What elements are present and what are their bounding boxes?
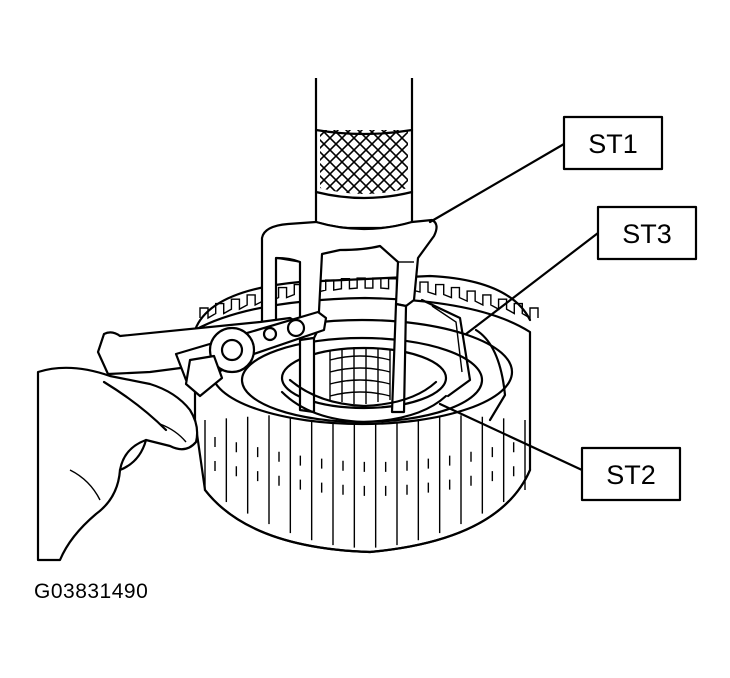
drum-back-splines bbox=[199, 277, 539, 320]
snap-ring-pliers bbox=[96, 310, 328, 398]
compressor-plate-st2 bbox=[280, 378, 448, 424]
callout-st3: ST3 bbox=[596, 205, 698, 261]
callout-leaders bbox=[428, 142, 600, 472]
callout-st2-label: ST2 bbox=[606, 460, 656, 490]
callout-st1: ST1 bbox=[562, 115, 664, 171]
figure-id: G03831490 bbox=[34, 580, 149, 603]
callout-st3-label: ST3 bbox=[622, 219, 672, 249]
clutch-drum bbox=[193, 274, 539, 554]
press-tool-st1 bbox=[260, 78, 438, 414]
callout-st2: ST2 bbox=[580, 446, 682, 502]
technician-hand bbox=[36, 366, 199, 562]
callout-st1-label: ST1 bbox=[588, 129, 638, 159]
